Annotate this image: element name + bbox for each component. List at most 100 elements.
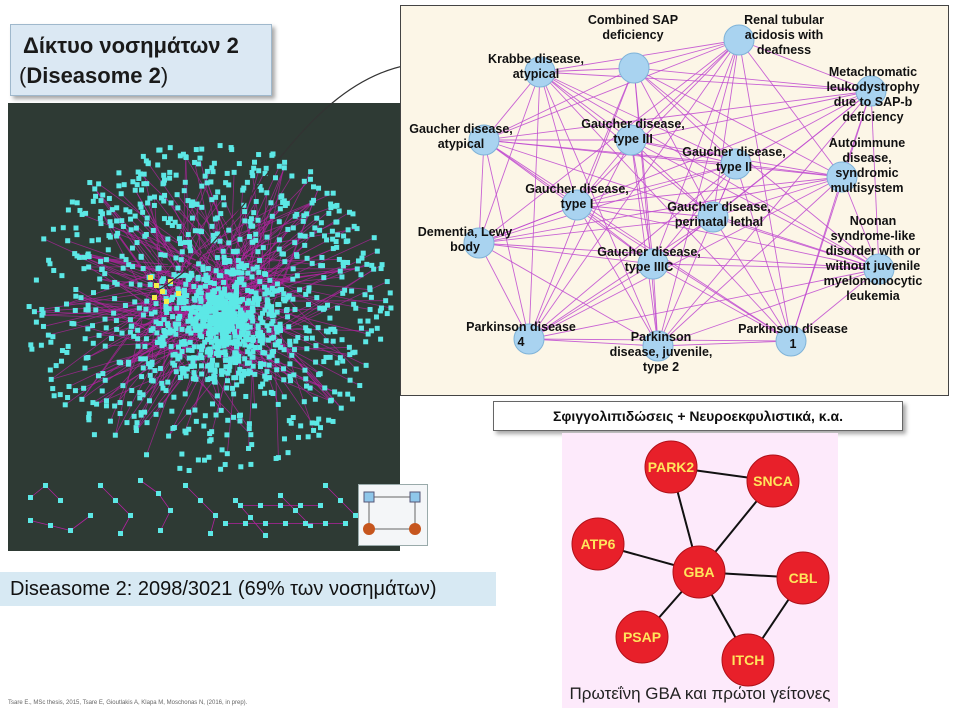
network-node (218, 340, 224, 346)
network-node (179, 366, 185, 372)
disease-edge (528, 139, 632, 340)
network-node (90, 290, 96, 296)
network-node (118, 531, 123, 536)
network-node (249, 354, 255, 360)
network-node (183, 281, 189, 287)
network-node (81, 266, 87, 272)
network-node (103, 325, 109, 331)
network-node (103, 257, 109, 263)
network-node (330, 338, 336, 344)
network-node (158, 320, 164, 326)
network-node (125, 361, 131, 367)
network-node (347, 377, 353, 383)
network-node (197, 285, 203, 291)
network-node (371, 235, 377, 241)
network-node (255, 217, 261, 223)
network-node (199, 183, 205, 189)
network-node (363, 362, 369, 368)
network-node (337, 268, 343, 274)
network-node (326, 417, 332, 423)
network-node (173, 369, 179, 375)
network-node (353, 366, 359, 372)
disease-node-csap (618, 52, 650, 84)
disease-edge (712, 39, 740, 218)
network-node (258, 503, 263, 508)
network-node (317, 305, 323, 311)
network-node (387, 290, 393, 296)
network-node (232, 360, 238, 366)
network-edge (140, 319, 195, 413)
network-node (359, 255, 365, 261)
network-node (45, 332, 51, 338)
network-node (288, 378, 294, 384)
network-node (242, 209, 248, 215)
network-node (82, 254, 88, 260)
network-node (264, 234, 270, 240)
network-node (171, 272, 177, 278)
network-node (230, 248, 236, 254)
network-node (269, 285, 275, 291)
network-node (290, 266, 296, 272)
network-node (215, 313, 221, 319)
network-node (374, 248, 380, 254)
network-node (212, 338, 218, 344)
network-node (114, 218, 120, 224)
network-node (316, 432, 322, 438)
network-node (198, 352, 204, 358)
network-node (294, 253, 300, 259)
network-node (236, 370, 242, 376)
network-node (262, 291, 268, 297)
network-node (239, 378, 245, 384)
network-node (98, 209, 104, 215)
network-node (349, 396, 355, 402)
network-node (316, 416, 322, 422)
network-node (272, 175, 278, 181)
network-node (230, 385, 236, 391)
network-node (274, 358, 280, 364)
network-node (179, 326, 185, 332)
network-node (170, 352, 176, 358)
network-node (148, 327, 154, 333)
network-node (107, 418, 113, 424)
disease-edge (657, 268, 880, 347)
network-node (194, 201, 200, 207)
network-node (65, 395, 71, 401)
network-node (204, 309, 210, 315)
network-node (149, 362, 155, 368)
network-node (152, 309, 158, 315)
network-node (227, 292, 233, 298)
network-node (211, 160, 217, 166)
network-node (137, 390, 143, 396)
network-node (222, 328, 228, 334)
disease-edge (712, 176, 843, 218)
network-edge (168, 318, 231, 437)
network-edge (231, 192, 334, 238)
network-node (290, 276, 296, 282)
disease-edge (576, 204, 659, 347)
network-node (323, 521, 328, 526)
disease-edge (576, 39, 740, 206)
network-node (323, 338, 329, 344)
network-node (192, 323, 198, 329)
network-node (245, 330, 251, 336)
network-node (203, 272, 209, 278)
network-node (321, 275, 327, 281)
network-node (227, 308, 233, 314)
network-node (128, 227, 134, 233)
network-node (199, 355, 205, 361)
network-node (162, 252, 168, 258)
network-node (274, 281, 280, 287)
disease-edge (528, 268, 880, 340)
network-node (201, 276, 207, 282)
network-node (135, 327, 141, 333)
network-node (276, 237, 282, 243)
highlighted-node (164, 299, 169, 304)
network-node (29, 346, 35, 352)
network-node (353, 305, 359, 311)
network-node (139, 187, 145, 193)
network-node (167, 145, 173, 151)
network-node (224, 269, 230, 275)
disease-edge (528, 176, 843, 340)
